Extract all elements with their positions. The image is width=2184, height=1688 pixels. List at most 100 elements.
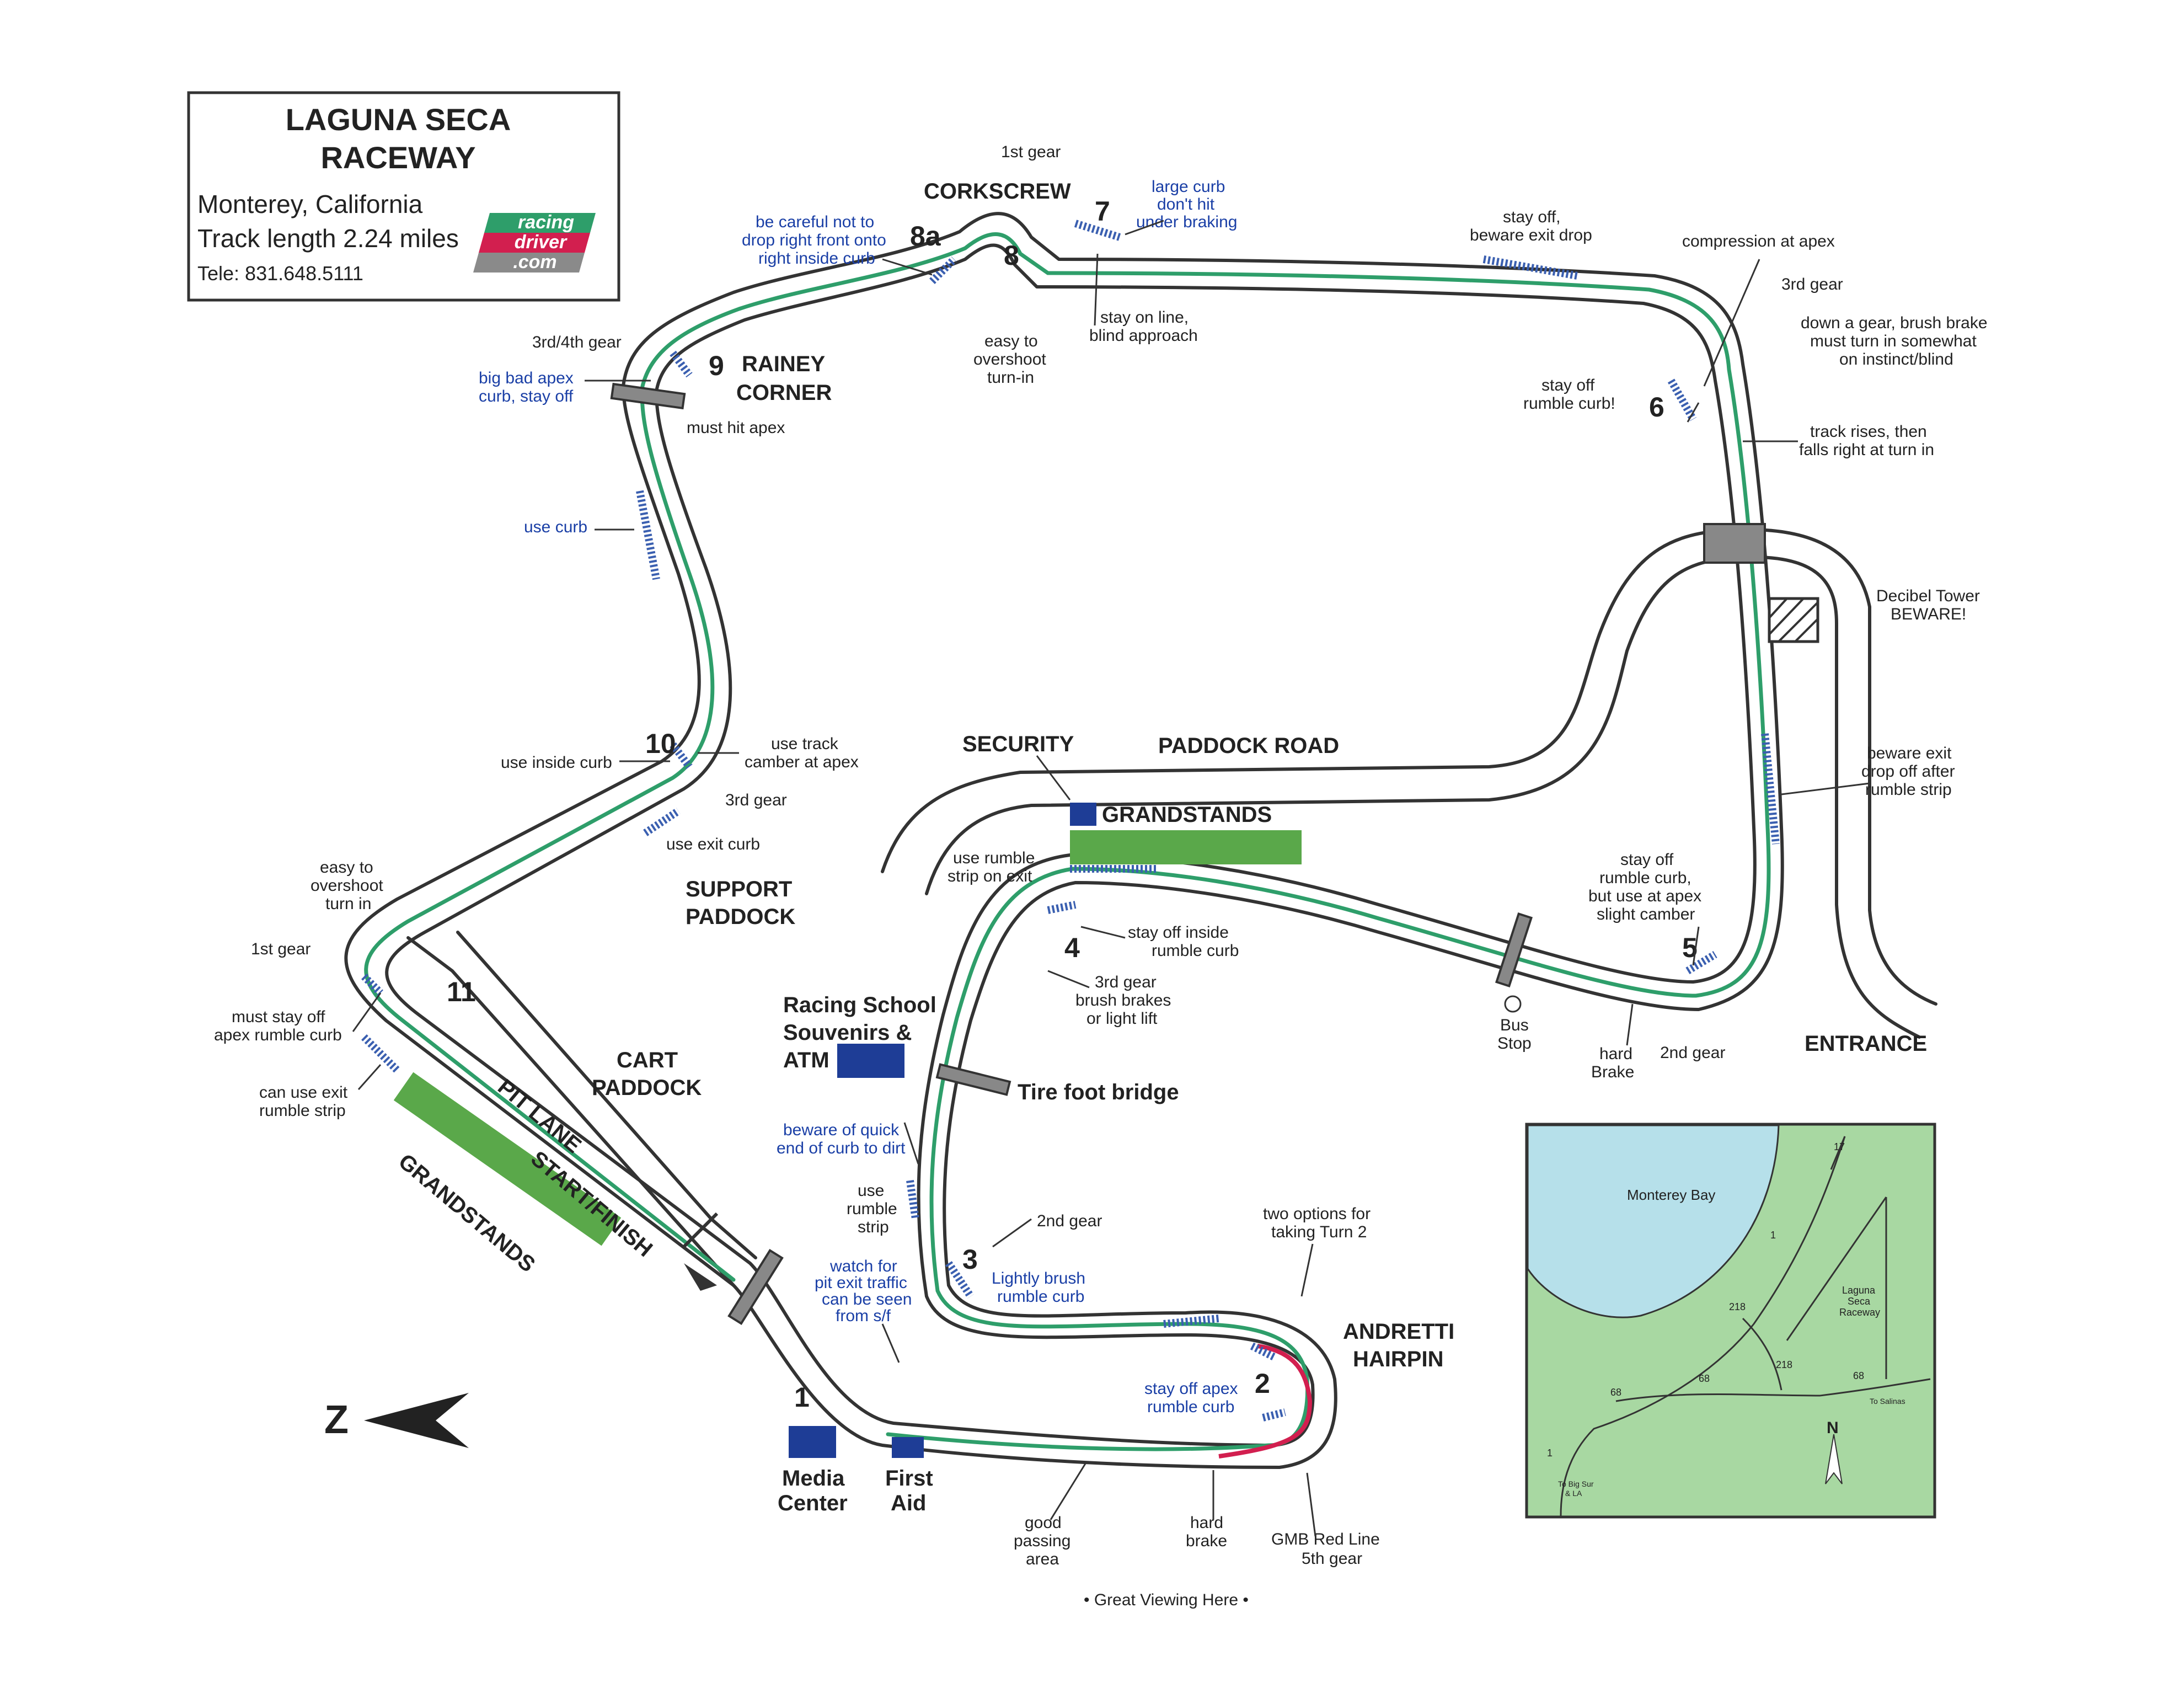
note-lightly-1: Lightly brush — [992, 1269, 1085, 1288]
first-aid-2: Aid — [891, 1491, 926, 1515]
rainey-label-1: RAINEY — [742, 352, 825, 376]
racing-school-3: ATM — [783, 1048, 829, 1072]
inset-big-sur-1: To Big Sur — [1558, 1479, 1594, 1488]
inset-hwy-68a: 68 — [1610, 1387, 1621, 1398]
note-beware-quick-2: end of curb to dirt — [777, 1139, 906, 1157]
note-gear3-t4-2: brush brakes — [1075, 991, 1171, 1009]
bridge-bus — [1495, 912, 1533, 988]
note-must-stay-1: must stay off — [232, 1008, 325, 1026]
turn-2: 2 — [1255, 1368, 1270, 1399]
note-hard-brake-t5-2: Brake — [1591, 1063, 1634, 1081]
note-stay-on-line-2: blind approach — [1089, 327, 1198, 345]
racing-school-1: Racing School — [783, 993, 936, 1017]
rumble-t9 — [670, 350, 693, 378]
note-be-careful-1: be careful not to — [756, 213, 874, 231]
note-gmb-redline: GMB Red Line — [1271, 1530, 1380, 1548]
grandstands-top-label: GRANDSTANDS — [1102, 803, 1272, 827]
title-line2: RACEWAY — [320, 140, 475, 175]
note-track-rises-1: track rises, then — [1810, 423, 1927, 441]
inset-laguna-3: Raceway — [1839, 1307, 1880, 1318]
rumble-t5 — [1685, 950, 1717, 975]
note-stay-inside-1: stay off inside — [1128, 923, 1229, 942]
track-inner-edge — [385, 243, 1757, 1447]
turn-4: 4 — [1064, 932, 1080, 963]
note-gear3-t6: 3rd gear — [1781, 275, 1843, 293]
note-hard-brake-t5-1: hard — [1599, 1045, 1632, 1063]
security-box — [1070, 803, 1096, 826]
note-use-track-2: camber at apex — [745, 753, 859, 771]
facilities — [789, 803, 1096, 1458]
media-center-1: Media — [782, 1466, 845, 1491]
media-center-2: Center — [778, 1491, 848, 1515]
note-good-passing-2: passing — [1014, 1532, 1070, 1550]
inset-road-1 — [1560, 1136, 1846, 1516]
inset-road-17 — [1830, 1136, 1846, 1170]
leader-lines — [352, 220, 1870, 1537]
bridge-start-finish — [727, 1248, 784, 1326]
note-decibel-2: BEWARE! — [1891, 605, 1966, 623]
note-can-use-2: rumble strip — [259, 1102, 346, 1120]
inset-bay-label: Monterey Bay — [1627, 1187, 1715, 1203]
note-gear1-top: 1st gear — [1001, 143, 1061, 161]
paddock-road-label: PADDOCK ROAD — [1158, 734, 1339, 758]
rumble-strips — [361, 220, 1780, 1422]
rumble-t2-top — [1163, 1315, 1219, 1328]
inset-big-sur-2: & LA — [1565, 1489, 1582, 1498]
rumble-beware-exit — [1761, 733, 1780, 845]
rumble-t11 — [361, 974, 383, 996]
inset-hwy-1a: 1 — [1770, 1230, 1776, 1241]
note-beware-exit-1: beware exit — [1867, 744, 1952, 762]
note-easy-t11-3: turn in — [325, 895, 371, 913]
note-hard-brake-t2-1: hard — [1190, 1514, 1223, 1532]
note-lightly-2: rumble curb — [997, 1288, 1084, 1306]
note-easy-t11-1: easy to — [320, 858, 373, 877]
logo-line1: racing — [518, 212, 574, 233]
bus-stop-icon — [1504, 995, 1522, 1013]
racing-line — [364, 232, 1771, 1451]
rumble-t8a — [929, 257, 957, 284]
note-be-careful-2: drop right front onto — [742, 231, 886, 249]
tire-bridge-label: Tire foot bridge — [1018, 1080, 1179, 1104]
note-decibel-1: Decibel Tower — [1876, 587, 1980, 605]
rumble-t7 — [1074, 220, 1121, 241]
note-watch-pit-3: can be seen — [822, 1290, 912, 1308]
rumble-t10-exit — [643, 808, 681, 836]
first-aid-1: First — [885, 1466, 933, 1491]
logo-line3: .com — [513, 252, 556, 273]
logo-line2: driver — [515, 232, 568, 253]
note-stay-apex-2: rumble curb — [1147, 1398, 1234, 1416]
note-watch-pit-2: pit exit traffic — [815, 1274, 907, 1292]
inset-hwy-1b: 1 — [1547, 1447, 1553, 1459]
turn-8: 8 — [1004, 240, 1019, 271]
note-gear5: 5th gear — [1302, 1550, 1362, 1568]
turn-7: 7 — [1095, 196, 1110, 227]
rumble-t3 — [906, 1180, 919, 1220]
entrance-label: ENTRANCE — [1805, 1032, 1927, 1056]
note-stay-inside-2: rumble curb — [1152, 942, 1239, 960]
note-use-exit-curb: use exit curb — [666, 835, 760, 853]
note-stay-off-t6-1: stay off — [1541, 376, 1595, 394]
start-finish-line — [682, 1212, 719, 1248]
pit-lane-edge — [406, 936, 735, 1287]
note-stay-off-t5-1: stay off — [1620, 851, 1674, 869]
bridge-paddock-road — [1703, 523, 1766, 564]
first-aid-box — [892, 1437, 924, 1458]
racing-school-2: Souvenirs & — [783, 1021, 912, 1045]
inset-road-218 — [1742, 1317, 1782, 1391]
inset-north-arrow-icon — [1825, 1434, 1843, 1484]
note-easy-overshoot-2: overshoot — [973, 350, 1046, 368]
bridge-t9 — [610, 382, 686, 410]
note-two-options-1: two options for — [1263, 1205, 1371, 1223]
rumble-t2-b — [1262, 1408, 1286, 1422]
bridges — [610, 382, 1766, 1326]
note-bus-2: Stop — [1497, 1034, 1532, 1053]
note-use-rumble-t3-2: rumble — [847, 1200, 897, 1218]
note-large-curb-2: don't hit — [1157, 195, 1215, 213]
turn-8a: 8a — [910, 221, 941, 252]
monterey-bay — [1527, 1124, 1780, 1318]
note-down-gear-3: on instinct/blind — [1839, 350, 1953, 368]
cart-paddock-1: CART — [617, 1048, 678, 1072]
grandstands — [393, 830, 1302, 1246]
note-gear2-t3: 2nd gear — [1037, 1212, 1102, 1230]
rainey-label-2: CORNER — [736, 381, 832, 405]
